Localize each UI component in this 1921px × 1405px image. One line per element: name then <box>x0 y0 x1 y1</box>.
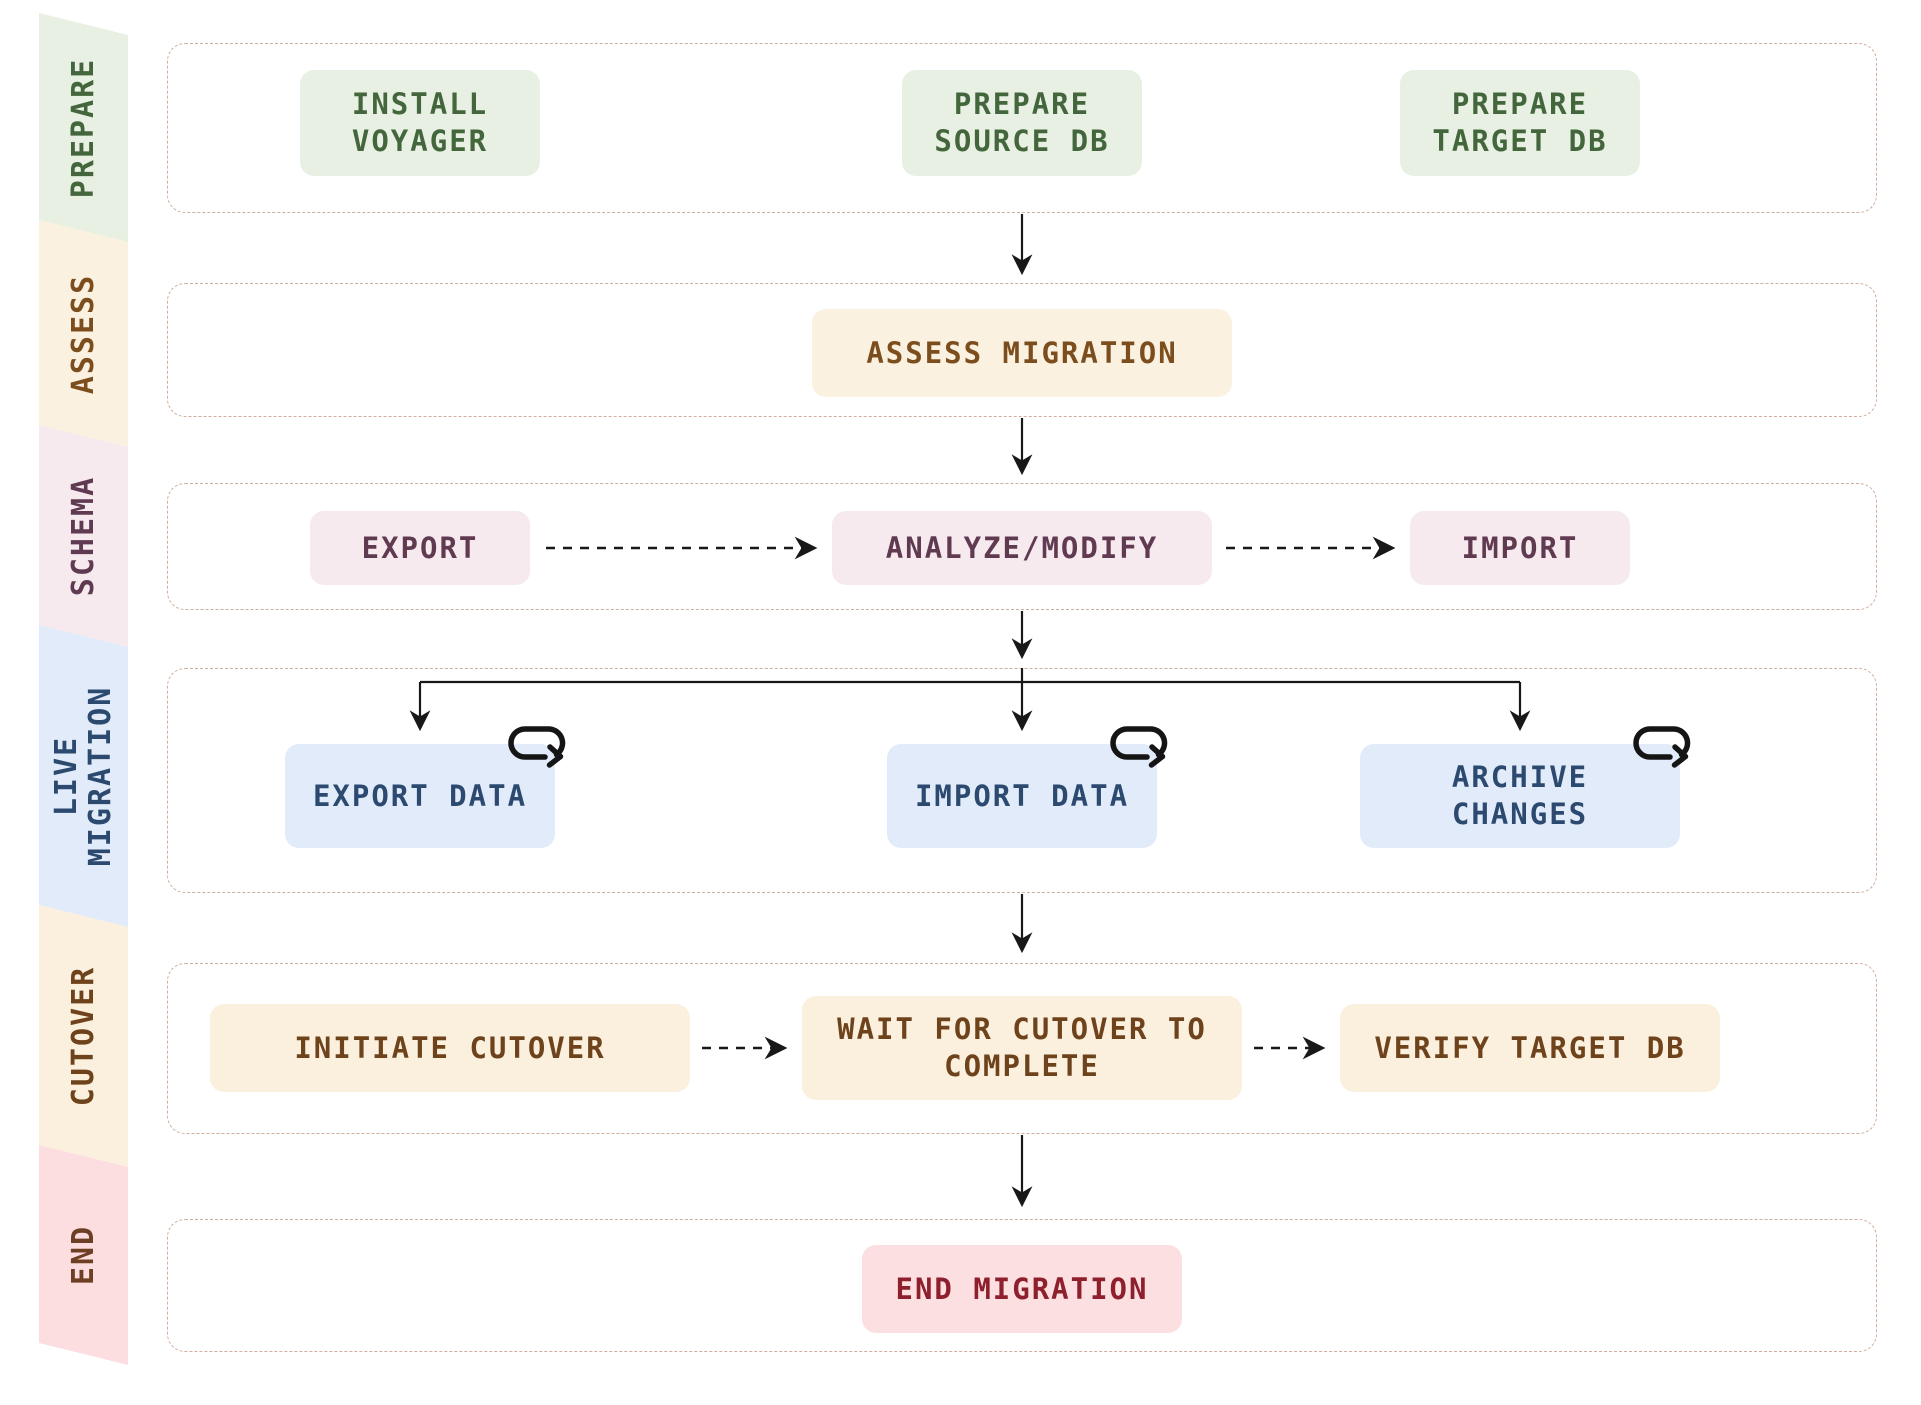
repeat-loop-icon <box>1109 713 1173 777</box>
phase-band-live-migration: LIVE MIGRATION <box>39 625 128 927</box>
phase-band-end: END <box>39 1145 128 1365</box>
node-install-voyager-label: INSTALL VOYAGER <box>351 87 489 158</box>
phase-ribbon: PREPARE ASSESS SCHEMA LIVE MIGRATION CUT… <box>39 13 128 1388</box>
node-install-voyager: INSTALL VOYAGER <box>300 70 540 176</box>
node-import-data: IMPORT DATA <box>887 744 1157 848</box>
node-analyze-modify: ANALYZE/MODIFY <box>832 511 1212 585</box>
node-initiate-cutover-label: INITIATE CUTOVER <box>294 1030 606 1065</box>
node-export-schema: EXPORT <box>310 511 530 585</box>
node-archive-changes-label: ARCHIVE CHANGES <box>1451 760 1589 831</box>
node-wait-for-cutover: WAIT FOR CUTOVER TO COMPLETE <box>802 996 1242 1100</box>
node-prepare-target-db-label: PREPARE TARGET DB <box>1432 87 1608 158</box>
phase-label-schema: SCHEMA <box>65 475 101 597</box>
node-export-data: EXPORT DATA <box>285 744 555 848</box>
node-archive-changes: ARCHIVE CHANGES <box>1360 744 1680 848</box>
node-wait-for-cutover-label: WAIT FOR CUTOVER TO COMPLETE <box>837 1012 1207 1083</box>
node-export-data-label: EXPORT DATA <box>312 778 528 813</box>
phase-band-cutover: CUTOVER <box>39 905 128 1167</box>
phase-band-schema: SCHEMA <box>39 425 128 647</box>
phase-label-prepare: PREPARE <box>65 57 101 198</box>
repeat-loop-icon <box>507 713 571 777</box>
node-verify-target-db-label: VERIFY TARGET DB <box>1374 1030 1686 1065</box>
phase-label-live-migration: LIVE MIGRATION <box>48 685 118 867</box>
node-assess-migration-label: ASSESS MIGRATION <box>866 335 1178 370</box>
node-verify-target-db: VERIFY TARGET DB <box>1340 1004 1720 1092</box>
node-initiate-cutover: INITIATE CUTOVER <box>210 1004 690 1092</box>
node-prepare-target-db: PREPARE TARGET DB <box>1400 70 1640 176</box>
node-assess-migration: ASSESS MIGRATION <box>812 309 1232 397</box>
phase-band-prepare: PREPARE <box>39 13 128 242</box>
node-import-schema-label: IMPORT <box>1461 530 1579 565</box>
repeat-loop-icon <box>1632 713 1696 777</box>
phase-label-cutover: CUTOVER <box>65 965 101 1107</box>
node-end-migration: END MIGRATION <box>862 1245 1182 1333</box>
phase-label-assess: ASSESS <box>65 273 101 394</box>
node-import-schema: IMPORT <box>1410 511 1630 585</box>
node-analyze-modify-label: ANALYZE/MODIFY <box>885 530 1159 565</box>
node-import-data-label: IMPORT DATA <box>914 778 1130 813</box>
node-export-schema-label: EXPORT <box>361 530 479 565</box>
node-prepare-source-db-label: PREPARE SOURCE DB <box>934 87 1110 158</box>
phase-band-assess: ASSESS <box>39 220 128 447</box>
phase-label-end: END <box>65 1224 101 1286</box>
node-prepare-source-db: PREPARE SOURCE DB <box>902 70 1142 176</box>
node-end-migration-label: END MIGRATION <box>895 1271 1149 1306</box>
